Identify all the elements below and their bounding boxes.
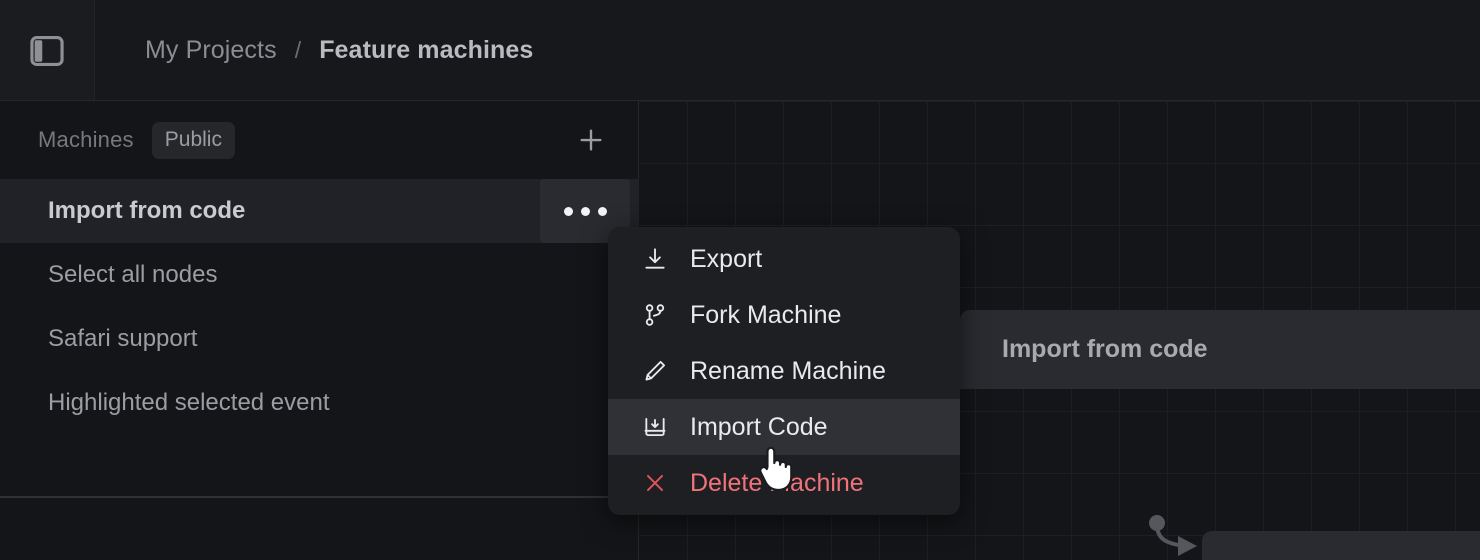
sidebar-header: Machines Public [0, 101, 639, 179]
context-menu-label: Fork Machine [690, 300, 842, 329]
ellipsis-icon-dot [580, 206, 590, 216]
header-divider [0, 100, 1480, 101]
context-menu-label: Export [690, 244, 763, 273]
ellipsis-icon-dot [597, 206, 607, 216]
breadcrumb: My Projects / Feature machines [145, 0, 533, 101]
machine-list-item[interactable]: Import from code [0, 179, 639, 243]
app-header: My Projects / Feature machines [0, 0, 1480, 101]
initial-state-arrow-icon [1149, 515, 1197, 556]
canvas-panel-title: Import from code [1002, 335, 1208, 363]
context-menu-item-import-code[interactable]: Import Code [608, 399, 960, 455]
context-menu-label: Rename Machine [690, 356, 886, 385]
state-node[interactable]: No machine yet [1202, 531, 1480, 560]
ellipsis-icon-dot [563, 206, 573, 216]
panel-left-icon [30, 35, 64, 66]
machines-list: Import from code Select all nodes Safari… [0, 179, 639, 435]
context-menu-item-delete-machine[interactable]: Delete Machine [608, 455, 960, 511]
context-menu-item-fork-machine[interactable]: Fork Machine [608, 287, 960, 343]
import-code-icon [642, 414, 668, 440]
machine-item-label: Safari support [48, 325, 198, 352]
machine-list-item[interactable]: Safari support [0, 307, 639, 371]
machine-item-label: Select all nodes [48, 261, 218, 288]
breadcrumb-root-link[interactable]: My Projects [145, 36, 277, 64]
download-icon [642, 246, 668, 272]
context-menu-label: Import Code [690, 412, 828, 441]
context-menu-label: Delete Machine [690, 468, 864, 497]
sidebar-section-title: Machines [38, 127, 134, 152]
close-x-icon [642, 470, 668, 496]
canvas-panel-header: Import from code [960, 310, 1480, 389]
initial-state-group: No machine yet [1145, 513, 1480, 560]
machine-context-menu: Export Fork Machine Renam [608, 227, 960, 515]
machine-list-item[interactable]: Highlighted selected event [0, 371, 639, 435]
context-menu-item-rename-machine[interactable]: Rename Machine [608, 343, 960, 399]
plus-icon [580, 129, 602, 151]
add-machine-button[interactable] [571, 120, 611, 160]
breadcrumb-current: Feature machines [319, 36, 534, 64]
git-fork-icon [642, 302, 668, 328]
machine-item-label: Import from code [48, 197, 246, 224]
visibility-badge: Public [151, 121, 235, 159]
machine-item-label: Highlighted selected event [48, 389, 330, 416]
sidebar-toggle-button[interactable] [0, 0, 95, 101]
breadcrumb-separator: / [294, 37, 302, 63]
machines-sidebar: Machines Public Import from code Select … [0, 101, 639, 560]
context-menu-item-export[interactable]: Export [608, 231, 960, 287]
machine-list-item[interactable]: Select all nodes [0, 243, 639, 307]
pencil-icon [642, 358, 668, 384]
sidebar-divider [0, 496, 639, 498]
